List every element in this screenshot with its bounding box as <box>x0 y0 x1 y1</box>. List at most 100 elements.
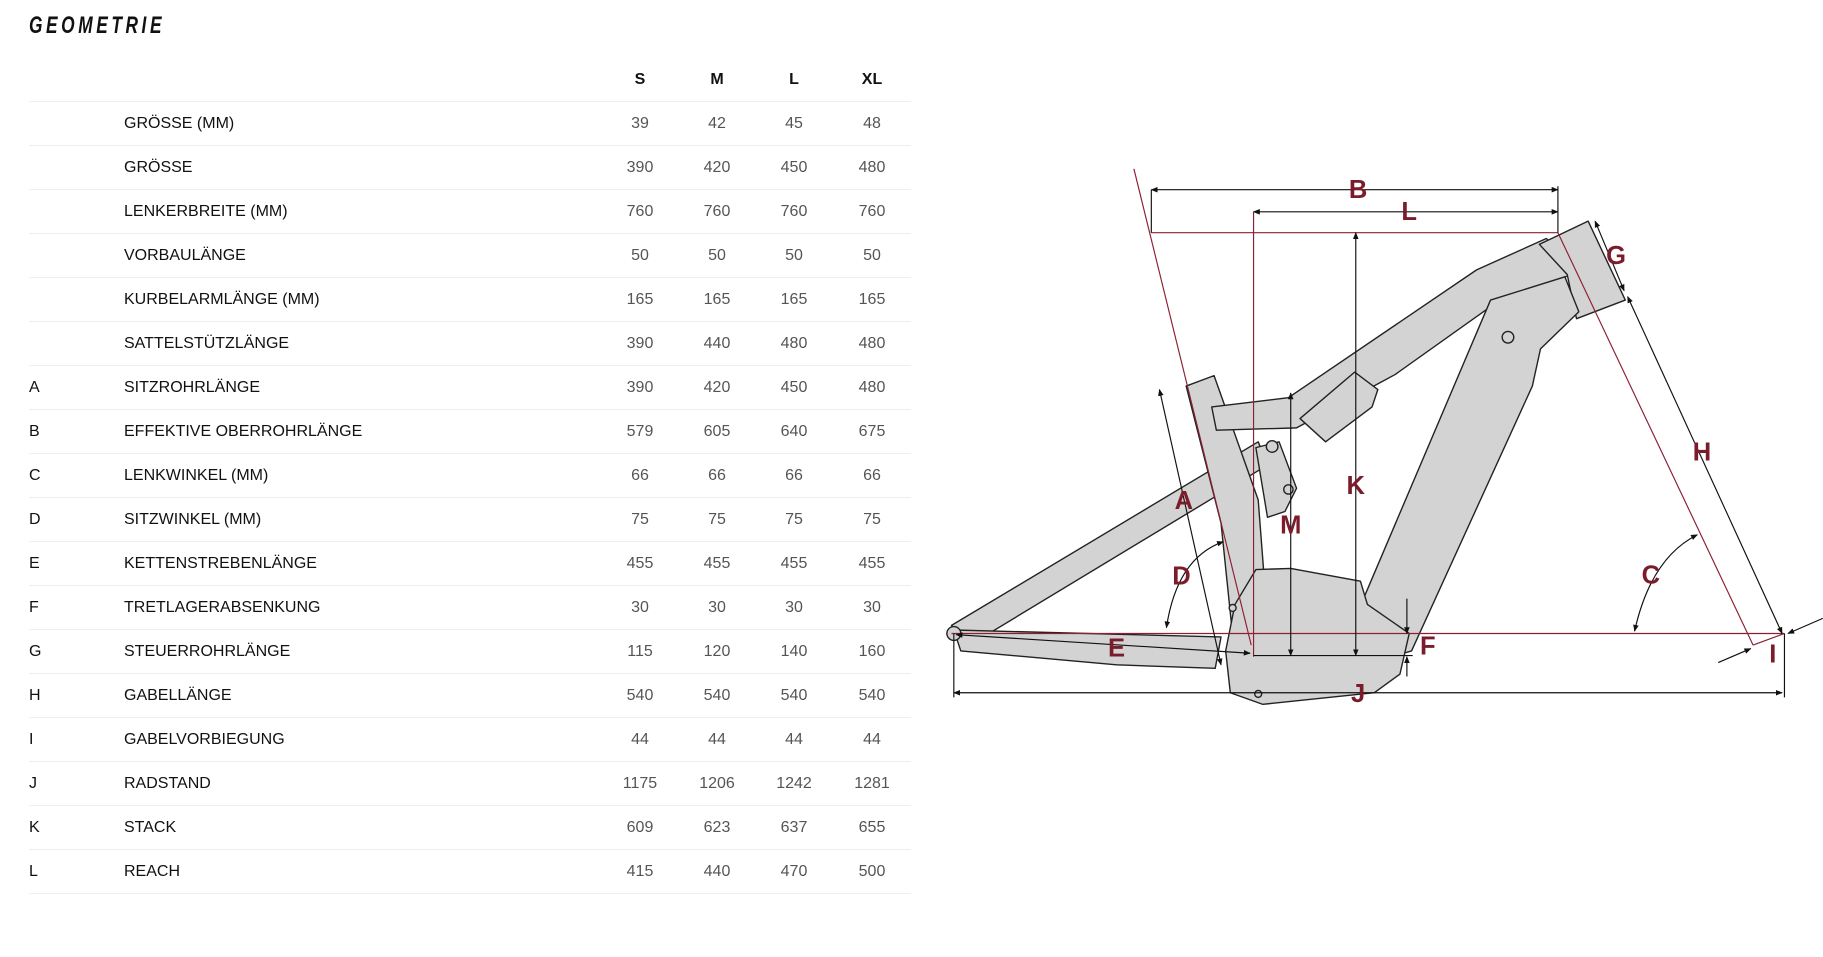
row-label: RADSTAND <box>124 775 211 792</box>
row-value-l: 140 <box>780 643 808 660</box>
row-value-l: 50 <box>785 247 803 264</box>
page-title: GEOMETRIE <box>29 12 166 39</box>
row-label: LENKWINKEL (MM) <box>124 467 269 484</box>
row-value-s: 579 <box>626 423 654 440</box>
row-letter: I <box>29 731 34 748</box>
row-value-m: 420 <box>703 159 731 176</box>
row-label: KETTENSTREBENLÄNGE <box>124 555 317 572</box>
row-value-l: 44 <box>785 731 803 748</box>
label-k: K <box>1347 472 1366 500</box>
pivot <box>1265 439 1279 453</box>
row-value-l: 450 <box>780 379 808 396</box>
dimension-lines <box>953 186 1823 698</box>
pivot <box>1283 484 1294 495</box>
pivot <box>1501 330 1515 344</box>
row-value-s: 455 <box>626 555 654 572</box>
row-letter: F <box>29 599 39 616</box>
row-value-l: 640 <box>780 423 808 440</box>
label-i: I <box>1769 641 1776 669</box>
row-value-l: 66 <box>785 467 803 484</box>
row-label: GRÖSSE <box>124 159 193 176</box>
row-label: KURBELARMLÄNGE (MM) <box>124 291 320 308</box>
row-value-xl: 66 <box>863 467 881 484</box>
row-value-l: 45 <box>785 115 803 132</box>
label-a: A <box>1175 487 1193 515</box>
row-value-l: 470 <box>780 863 808 880</box>
row-value-xl: 1281 <box>854 775 890 792</box>
row-value-l: 75 <box>785 511 803 528</box>
row-label: LENKERBREITE (MM) <box>124 203 288 220</box>
row-label: TRETLAGERABSENKUNG <box>124 599 321 616</box>
row-value-m: 44 <box>708 731 726 748</box>
row-value-xl: 655 <box>858 819 886 836</box>
row-value-s: 39 <box>631 115 649 132</box>
row-value-s: 50 <box>631 247 649 264</box>
row-value-xl: 44 <box>863 731 881 748</box>
row-value-s: 66 <box>631 467 649 484</box>
row-value-m: 440 <box>703 863 731 880</box>
row-value-l: 540 <box>780 687 808 704</box>
row-value-l: 30 <box>785 599 803 616</box>
row-label: GRÖSSE (MM) <box>124 115 235 132</box>
row-value-xl: 480 <box>858 159 886 176</box>
row-label: EFFEKTIVE OBERROHRLÄNGE <box>124 423 363 440</box>
label-g: G <box>1606 242 1626 270</box>
row-value-m: 440 <box>703 335 731 352</box>
row-label: SATTELSTÜTZLÄNGE <box>124 335 290 352</box>
row-value-xl: 50 <box>863 247 881 264</box>
row-letter: B <box>29 423 40 440</box>
label-h: H <box>1693 438 1711 466</box>
row-value-s: 540 <box>626 687 654 704</box>
row-value-m: 623 <box>703 819 731 836</box>
size-header-xl: XL <box>861 71 883 88</box>
row-label: REACH <box>124 863 181 880</box>
row-value-xl: 48 <box>863 115 881 132</box>
row-value-l: 1242 <box>776 775 812 792</box>
frame-geometry-diagram: B L G H C I K M A D E F J <box>946 168 1823 708</box>
row-value-xl: 760 <box>858 203 886 220</box>
row-value-m: 540 <box>703 687 731 704</box>
dimension-labels: B L G H C I K M A D E F J <box>1108 176 1776 708</box>
row-value-m: 605 <box>703 423 731 440</box>
row-label: GABELVORBIEGUNG <box>124 731 285 748</box>
row-value-l: 450 <box>780 159 808 176</box>
row-label: SITZROHRLÄNGE <box>124 379 261 396</box>
row-value-s: 75 <box>631 511 649 528</box>
row-value-xl: 75 <box>863 511 881 528</box>
table-header: S M L XL <box>29 58 911 102</box>
label-c: C <box>1642 562 1660 590</box>
row-letter: A <box>29 379 40 396</box>
row-value-xl: 455 <box>858 555 886 572</box>
row-label: GABELLÄNGE <box>124 687 232 704</box>
row-value-s: 165 <box>626 291 654 308</box>
label-e: E <box>1108 635 1125 663</box>
row-value-xl: 480 <box>858 335 886 352</box>
row-letter: G <box>29 643 42 660</box>
label-m: M <box>1280 512 1301 540</box>
pivot <box>1228 603 1237 613</box>
head-tube <box>1538 220 1626 320</box>
row-letter: L <box>29 863 38 880</box>
row-value-s: 115 <box>627 643 653 660</box>
row-label: SITZWINKEL (MM) <box>124 511 262 528</box>
row-label: VORBAULÄNGE <box>124 247 246 264</box>
row-letter: C <box>29 467 41 484</box>
row-value-m: 42 <box>708 115 726 132</box>
row-value-l: 165 <box>780 291 808 308</box>
size-header-s: S <box>634 71 646 88</box>
row-value-s: 415 <box>626 863 654 880</box>
label-b: B <box>1349 176 1367 204</box>
row-letter: K <box>29 819 40 836</box>
